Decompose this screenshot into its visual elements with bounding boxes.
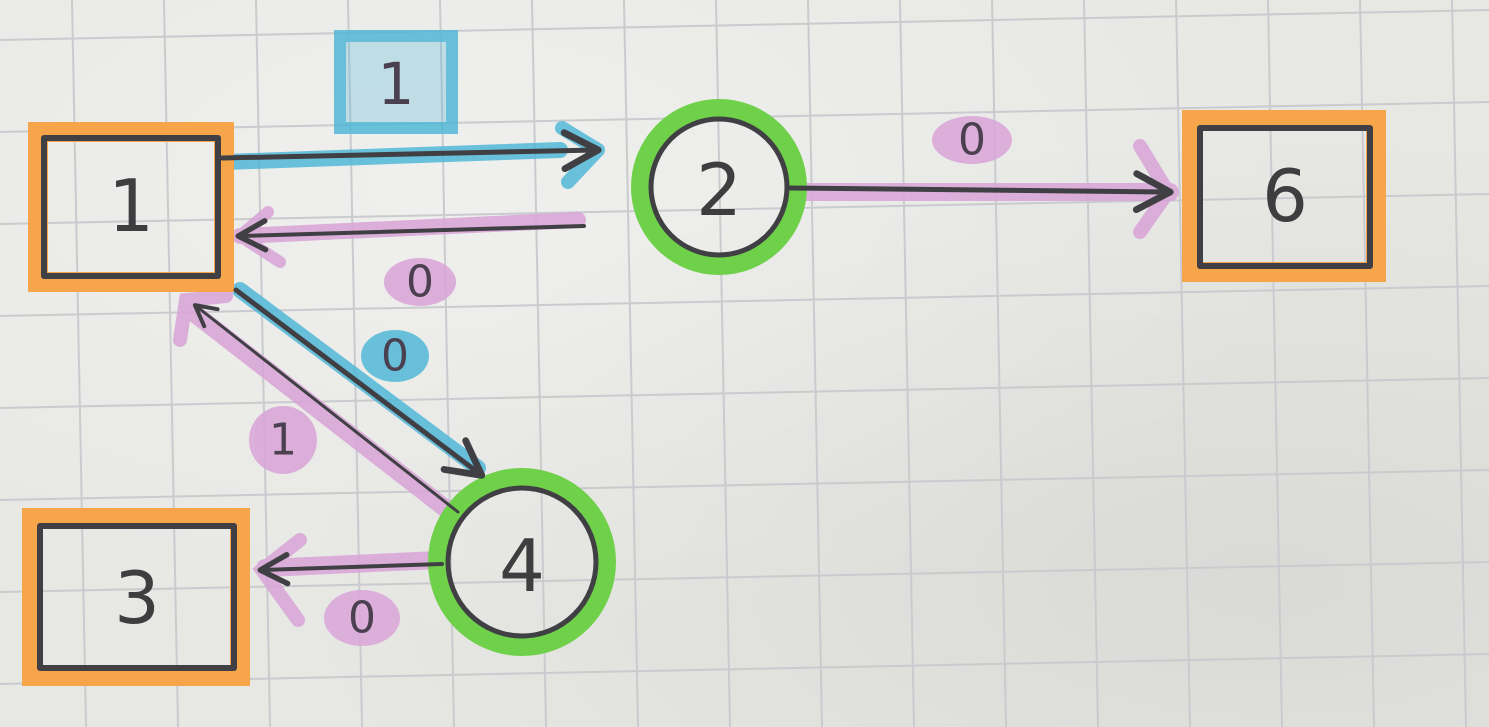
node-1-box	[41, 135, 221, 279]
edge-2-6-label: 0	[958, 115, 986, 166]
grid-line-vertical	[71, 0, 87, 727]
grid-line-vertical	[1359, 0, 1375, 727]
grid-line-horizontal	[0, 9, 1489, 41]
node-2-label: 2	[696, 148, 742, 232]
edge-4-3-label: 0	[348, 593, 376, 644]
label-2-6-highlight	[932, 116, 1012, 164]
edge-1-4-highlight	[232, 282, 486, 476]
grid-line-horizontal	[0, 285, 1489, 317]
node-6-highlight	[1182, 110, 1386, 282]
edge-4-3-arrow	[257, 552, 444, 587]
node-3-highlight	[22, 508, 250, 686]
grid-line-vertical	[531, 0, 547, 727]
edge-1-2-arrowhead-highlight	[555, 121, 605, 189]
node-4-label: 4	[499, 524, 545, 608]
grid-line-vertical	[1451, 0, 1467, 727]
node-3-label: 3	[114, 556, 160, 640]
grid-line-vertical	[899, 0, 915, 727]
edge-4-3-highlight	[256, 551, 447, 577]
edge-4-1-arrow	[192, 303, 460, 514]
node-4-highlight	[428, 468, 616, 656]
edge-1-2-arrow	[219, 129, 602, 173]
edge-4-1-label: 1	[269, 415, 297, 466]
node-highlights	[22, 99, 1386, 686]
node-2-circle	[648, 116, 790, 258]
label-1-4-highlight	[361, 330, 429, 382]
label-2-1-highlight	[384, 258, 456, 306]
grid-line-horizontal	[0, 377, 1489, 409]
label-4-3-highlight	[324, 590, 400, 646]
node-1-label: 1	[108, 164, 154, 248]
grid-line-vertical	[1175, 0, 1191, 727]
grid-line-vertical	[991, 0, 1007, 727]
label-1-2-box-fill	[340, 36, 452, 128]
grid-line-vertical	[1267, 0, 1283, 727]
grid-line-vertical	[807, 0, 823, 727]
node-6-label: 6	[1262, 154, 1308, 238]
edge-4-1-arrowhead-highlight	[173, 289, 233, 347]
edge-1-4-arrow	[233, 287, 486, 479]
grid-line-horizontal	[0, 561, 1489, 593]
node-6-box	[1197, 125, 1373, 269]
label-highlights	[249, 30, 1012, 646]
edge-2-6-arrow	[787, 170, 1174, 214]
label-4-1-highlight	[249, 406, 317, 474]
highlighter-layer	[173, 121, 1179, 627]
grid-line-vertical	[163, 0, 179, 727]
edge-2-1-arrow	[235, 218, 586, 253]
node-1-highlight	[28, 122, 234, 292]
node-4-circle	[445, 485, 599, 639]
grid-line-vertical	[1083, 0, 1099, 727]
label-1-2-box-outline	[334, 30, 458, 134]
grid-line-horizontal	[0, 469, 1489, 501]
node-3-box	[37, 523, 237, 671]
edge-4-1-highlight	[181, 301, 459, 521]
edge-2-1-label: 0	[406, 257, 434, 308]
edge-1-4-label: 0	[381, 331, 409, 382]
ink-layer	[37, 116, 1373, 671]
edge-1-2-label: 1	[378, 50, 415, 118]
grid-line-vertical	[623, 0, 639, 727]
